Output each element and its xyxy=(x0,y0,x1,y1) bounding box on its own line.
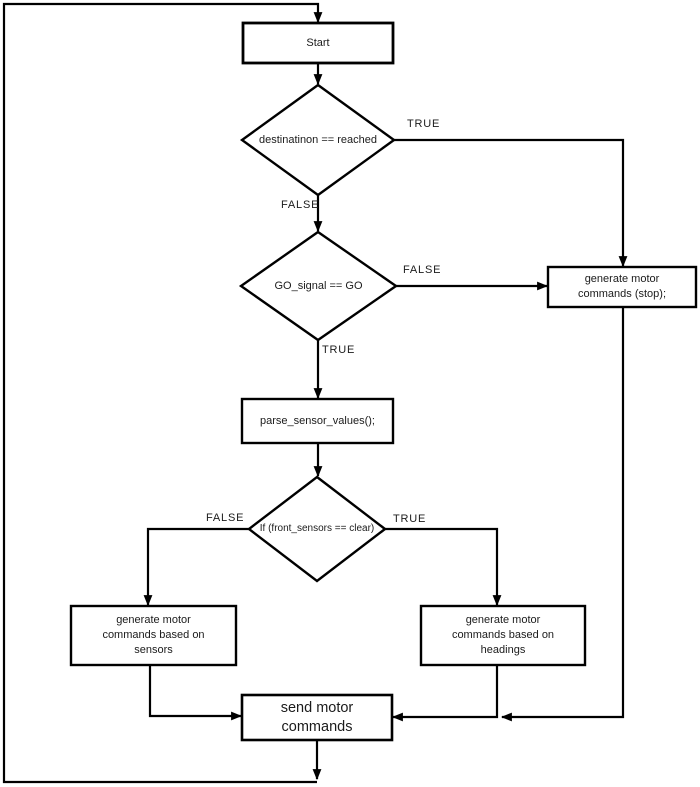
send-command-shape xyxy=(240,693,394,742)
stop-command-shape xyxy=(546,265,698,309)
edge-heading-command-to-send xyxy=(391,665,499,722)
edge-destination-true-to-stop xyxy=(394,138,628,268)
edge-loop-back-to-start xyxy=(2,2,323,784)
parse-sensors-shape xyxy=(240,397,395,445)
edge-sensor-command-to-send xyxy=(148,665,243,721)
edge-front-false-to-sensor-command xyxy=(143,527,249,607)
go-signal-check-shape xyxy=(238,230,399,342)
front-sensors-check-shape xyxy=(247,475,387,583)
edge-front-true-to-heading-command xyxy=(385,527,502,607)
heading-command-shape xyxy=(419,604,587,667)
edge-stop-rail-to-junction xyxy=(500,307,625,722)
destination-check-shape xyxy=(239,83,397,197)
start-node-shape xyxy=(241,21,395,65)
sensor-command-shape xyxy=(69,604,238,667)
